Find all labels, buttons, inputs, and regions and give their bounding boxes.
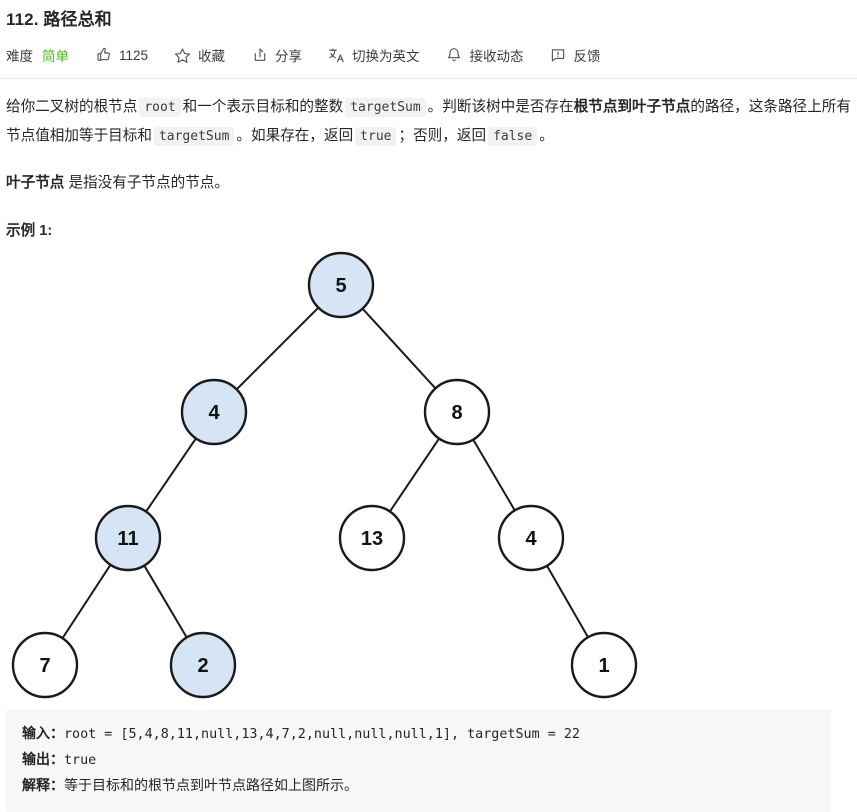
tree-node: 13 <box>338 504 406 572</box>
inline-code-targetsum: targetSum <box>345 98 426 117</box>
desc-emphasis-leaf: 叶子节点 <box>6 175 65 191</box>
tree-node-circle <box>307 251 375 319</box>
desc-text: 的路径，这条路径上所有节点值相加等于目标和 <box>6 99 851 144</box>
tree-node-circle <box>423 378 491 446</box>
tree-node-label: 11 <box>117 528 138 550</box>
feedback-label: 反馈 <box>573 49 601 64</box>
example-heading: 示例 1: <box>6 223 53 239</box>
example-explanation-line: 解释：等于目标和的根节点到叶节点路径如上图所示。 <box>22 773 815 798</box>
example-input-line: 输入：root = [5,4,8,11,null,13,4,7,2,null,n… <box>22 721 815 747</box>
example-input-value: root = [5,4,8,11,null,13,4,7,2,null,null… <box>64 727 580 742</box>
favorite-button[interactable]: 收藏 <box>174 45 225 65</box>
title-row: 112. 路径总和 <box>6 0 851 34</box>
inline-code-root: root <box>139 98 181 117</box>
tree-node: 4 <box>497 504 565 572</box>
favorite-label: 收藏 <box>198 49 226 64</box>
share-icon <box>251 47 268 64</box>
tree-node-circle <box>570 631 638 699</box>
problem-page: 112. 路径总和 难度 简单 1125 收藏 <box>0 0 857 793</box>
tree-edge <box>388 436 441 514</box>
desc-text: 是指没有子节点的节点。 <box>68 175 229 191</box>
difficulty-value: 简单 <box>42 49 69 64</box>
tree-node: 8 <box>423 378 491 446</box>
desc-text: 。判断该树中是否存在 <box>427 99 574 115</box>
inline-code-false: false <box>488 127 538 146</box>
tree-edge <box>545 563 590 640</box>
inline-code-true: true <box>355 127 397 146</box>
header-divider <box>0 78 857 79</box>
example-output-key: 输出： <box>22 751 64 767</box>
subscribe-updates-label: 接收动态 <box>469 49 524 64</box>
tree-node-circle <box>169 631 237 699</box>
example-explanation-key: 解释： <box>22 777 64 793</box>
inline-code-targetsum-2: targetSum <box>153 127 235 146</box>
tree-edge <box>471 437 517 513</box>
tree-edges <box>60 305 590 641</box>
feedback-icon <box>550 47 567 64</box>
binary-tree-diagram: 5 4 8 11 13 4 7 2 1 <box>6 248 706 703</box>
example-output-value: true <box>64 753 97 768</box>
desc-text: 给你二叉树的根节点 <box>6 99 138 115</box>
description-paragraph-2: 叶子节点 是指没有子节点的节点。 <box>6 169 851 197</box>
bell-icon <box>446 47 463 64</box>
example-explanation-value: 等于目标和的根节点到叶节点路径如上图所示。 <box>64 777 358 793</box>
tree-node-label: 5 <box>335 275 346 297</box>
desc-text: 。如果存在，返回 <box>236 128 354 144</box>
tree-node: 5 <box>307 251 375 319</box>
like-button[interactable]: 1125 <box>95 47 148 64</box>
star-icon <box>174 47 191 64</box>
tree-node-circle <box>180 378 248 446</box>
like-count: 1125 <box>119 47 149 63</box>
desc-text: ；否则，返回 <box>398 128 487 144</box>
tree-node-label: 4 <box>208 402 220 424</box>
binary-tree-svg: 5 4 8 11 13 4 7 2 1 <box>11 251 638 699</box>
tree-node: 11 <box>94 504 162 572</box>
desc-emphasis-root-to-leaf: 根节点到叶子节点 <box>573 99 691 115</box>
share-label: 分享 <box>275 49 303 64</box>
example-output-line: 输出：true <box>22 747 815 773</box>
tree-node-circle <box>94 504 162 572</box>
tree-node: 1 <box>570 631 638 699</box>
tree-node-label: 13 <box>361 528 383 550</box>
difficulty-label: 难度 <box>6 49 33 64</box>
tree-edge <box>142 563 189 640</box>
tree-node-circle <box>11 631 79 699</box>
switch-language-button[interactable]: 切换为英文 <box>328 45 420 65</box>
tree-edge <box>60 562 113 641</box>
page-title: 112. 路径总和 <box>6 10 112 29</box>
switch-language-label: 切换为英文 <box>352 49 420 64</box>
tree-node-label: 1 <box>598 655 609 677</box>
subscribe-updates-button[interactable]: 接收动态 <box>446 45 524 65</box>
example-input-key: 输入： <box>22 725 64 741</box>
desc-text: 和一个表示目标和的整数 <box>182 99 344 115</box>
tree-node-circle <box>338 504 406 572</box>
share-button[interactable]: 分享 <box>251 45 302 65</box>
difficulty-group: 难度 简单 <box>6 45 69 65</box>
tree-node-label: 8 <box>451 402 462 424</box>
tree-node-circle <box>497 504 565 572</box>
tree-node-label: 7 <box>39 655 50 677</box>
tree-node-label: 4 <box>525 528 537 550</box>
problem-meta-toolbar: 难度 简单 1125 收藏 <box>6 40 851 70</box>
tree-node: 2 <box>169 631 237 699</box>
example-block: 输入：root = [5,4,8,11,null,13,4,7,2,null,n… <box>6 709 831 812</box>
tree-edge <box>144 436 198 514</box>
thumbs-up-icon <box>95 47 112 64</box>
tree-node: 4 <box>180 378 248 446</box>
feedback-button[interactable]: 反馈 <box>550 45 601 65</box>
tree-nodes: 5 4 8 11 13 4 7 2 1 <box>11 251 638 699</box>
tree-edge <box>360 306 438 391</box>
tree-node-label: 2 <box>197 655 208 677</box>
tree-edge <box>234 305 321 392</box>
desc-text: 。 <box>539 128 554 144</box>
translate-icon <box>328 47 345 64</box>
tree-node: 7 <box>11 631 79 699</box>
